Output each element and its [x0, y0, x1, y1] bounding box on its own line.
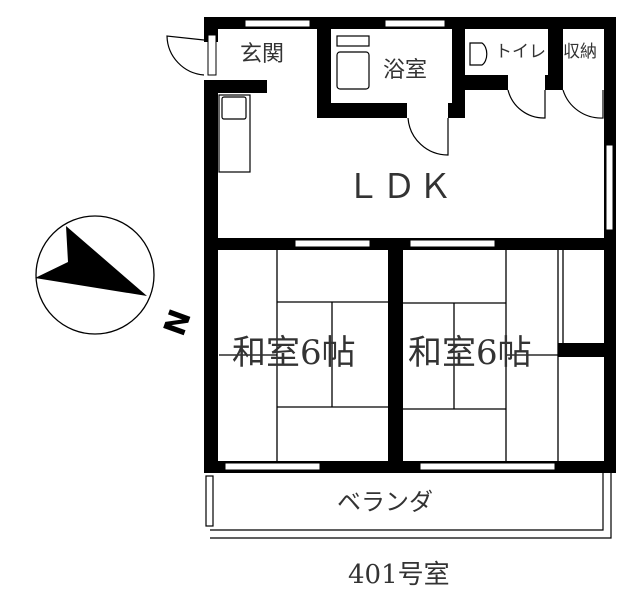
label-ldk: ＬＤＫ [346, 167, 454, 207]
label-washitsu-right: 和室6帖 [408, 333, 532, 373]
label-toilet: トイレ [495, 42, 546, 62]
label-washitsu-left: 和室6帖 [232, 333, 356, 373]
windows [207, 19, 614, 471]
label-storage: 収納 [563, 42, 597, 62]
tatami-lines [219, 250, 564, 461]
compass-arrow-icon [35, 226, 147, 296]
doors [166, 35, 604, 156]
label-bath: 浴室 [383, 58, 428, 83]
label-entrance: 玄関 [240, 42, 285, 67]
walls [204, 17, 616, 473]
fixtures [218, 35, 488, 173]
label-veranda: ベランダ [337, 488, 433, 516]
unit-number: 401号室 [348, 560, 450, 590]
compass [35, 215, 155, 335]
veranda-outline [205, 473, 612, 539]
